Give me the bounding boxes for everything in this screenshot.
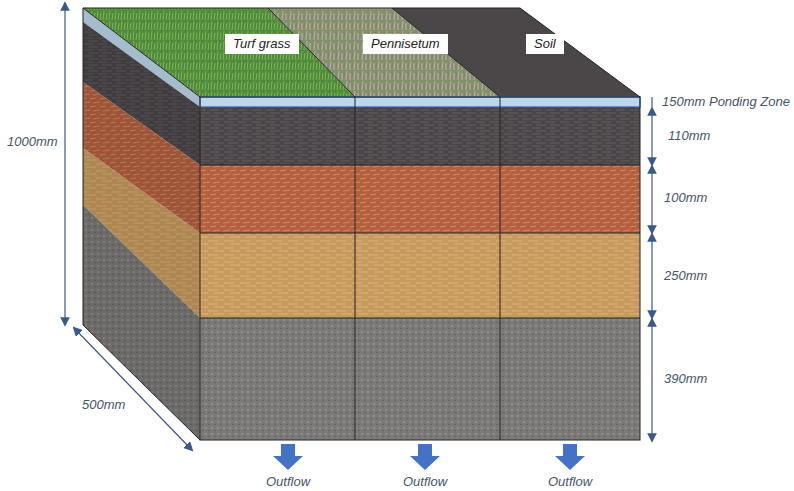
layer-dimension: 110mm [668,128,710,144]
vegetation-label-box: Soil [526,34,564,54]
vegetation-name: Soil [534,36,556,52]
vegetation-name: Turf grass [233,36,291,52]
layer-dimension: 100mm [664,190,707,206]
outflow-label: Outflow [403,474,447,490]
layer-dimension: 390mm [664,371,707,387]
width-dimension: 500mm [82,397,125,413]
height-dimension: 1000mm [7,134,58,150]
vegetation-label-box: Pennisetum [363,34,448,54]
vegetation-label-box: Turf grass [225,34,299,54]
ponding-dimension: 150mm Ponding Zone [662,94,790,110]
layer-dimension: 250mm [664,268,707,284]
outflow-label: Outflow [266,474,310,490]
vegetation-name: Pennisetum [371,36,440,52]
outflow-label: Outflow [548,474,592,490]
